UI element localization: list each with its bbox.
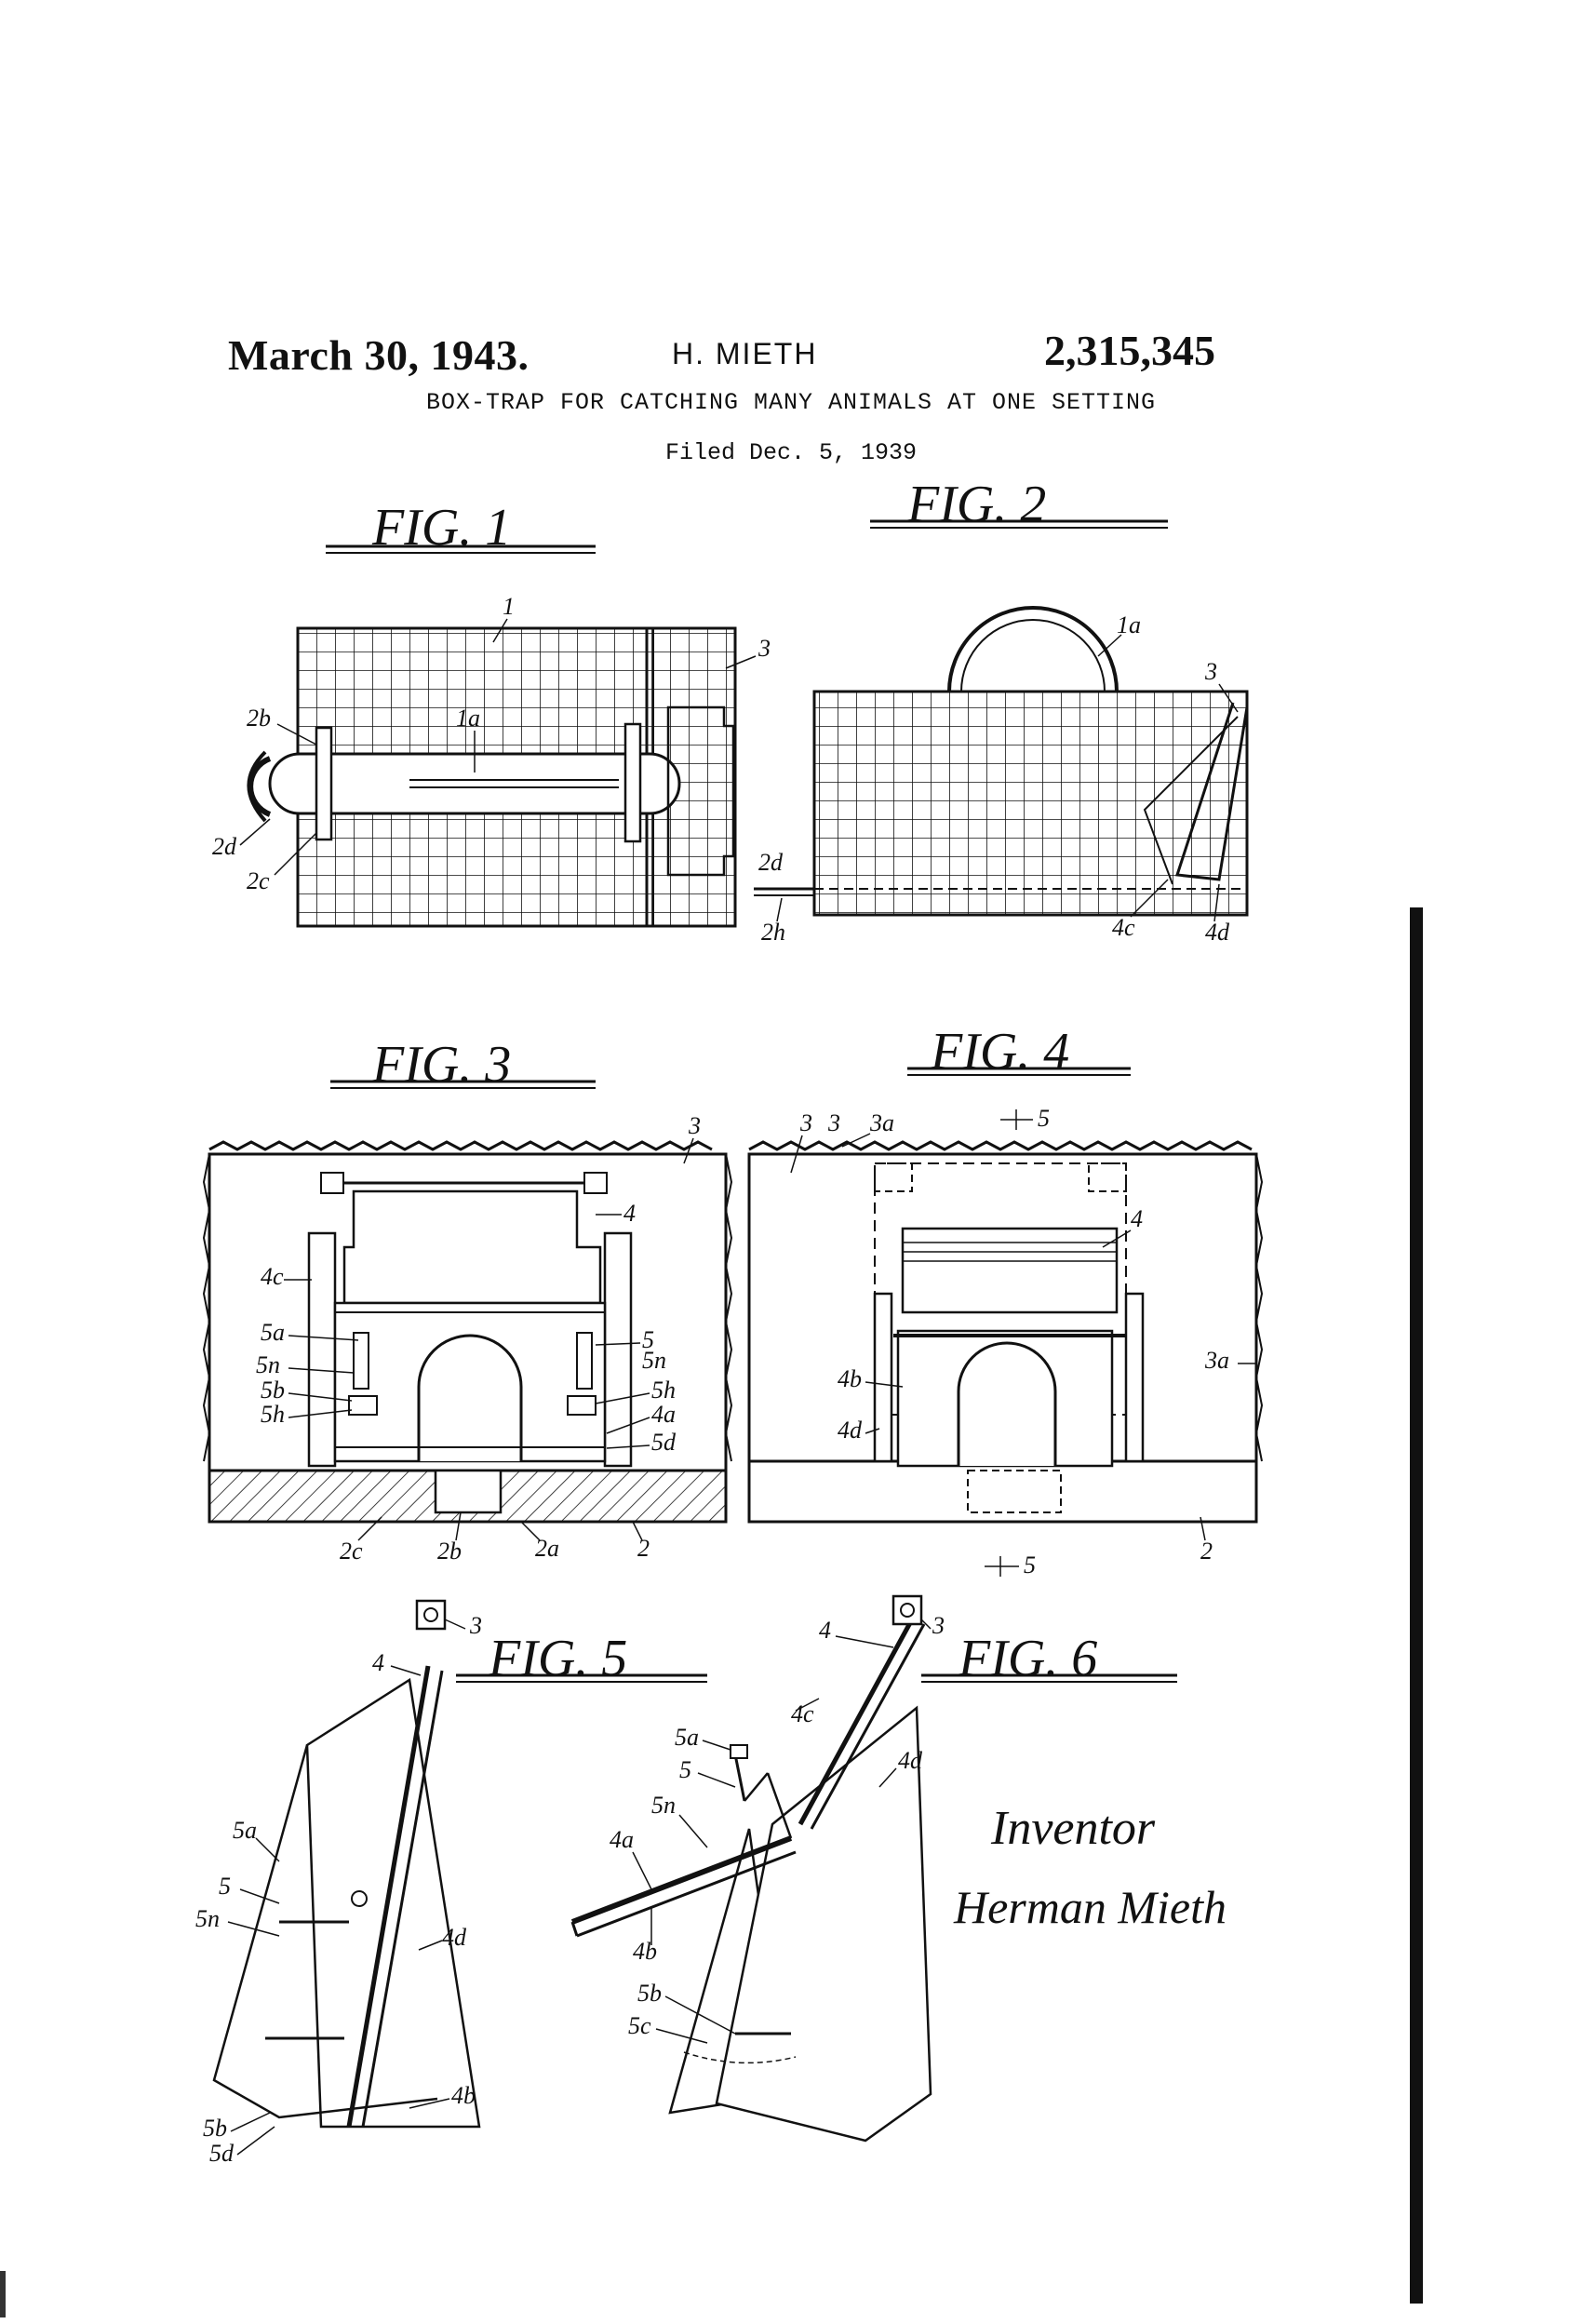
fig3-ref-5n-right: 5n <box>642 1347 666 1374</box>
figure-6-label: FIG. 6 <box>958 1630 1097 1687</box>
page-edge-bar <box>1410 907 1423 2304</box>
fig4-ref-3a-right: 3a <box>1204 1347 1229 1374</box>
fig3-ref-4a: 4a <box>651 1401 676 1428</box>
fig4-ref-3a: 3a <box>869 1109 894 1136</box>
fig4-ref-5-bottom: 5 <box>1024 1552 1036 1578</box>
fig2-ref-2d: 2d <box>758 849 784 876</box>
carry-handle <box>947 606 1119 692</box>
fig1-ref-1a: 1a <box>456 705 480 732</box>
fig6-ref-4b: 4b <box>633 1938 657 1965</box>
fig1-ref-2d: 2d <box>212 833 237 860</box>
fig5-ref-5d: 5d <box>209 2140 235 2167</box>
fig5-ref-3: 3 <box>469 1612 482 1639</box>
fig2-ref-2h: 2h <box>761 919 785 946</box>
figure-6-label-group: FIG. 6 <box>921 1630 1177 1687</box>
fig4-ref-3-left: 3 <box>799 1109 812 1136</box>
fig6-ref-5n: 5n <box>651 1792 676 1819</box>
fig5-ref-5: 5 <box>219 1873 231 1900</box>
trap-entrance <box>417 1334 523 1461</box>
fig1-ref-2c: 2c <box>247 867 270 894</box>
inventor-signature: Herman Mieth <box>954 1881 1227 1933</box>
figure-4: FIG. 4 3 3 3a 5 4 3a 4b 4d 5 <box>747 1023 1264 1578</box>
fig6-ref-4a: 4a <box>610 1826 634 1853</box>
fig1-ref-2b: 2b <box>247 705 271 732</box>
fig3-ref-2: 2 <box>637 1535 650 1562</box>
filed-date: Filed Dec. 5, 1939 <box>664 439 918 466</box>
figure-6: FIG. 6 4 3 4c 4d 5a 5 5n 4a 4b <box>570 1594 1177 2143</box>
fig4-ref-4d: 4d <box>838 1417 863 1444</box>
fig3-ref-5d: 5d <box>651 1429 677 1456</box>
fig1-ref-3: 3 <box>757 635 771 662</box>
inventor-label: Inventor <box>991 1802 1156 1855</box>
fig6-ref-5a: 5a <box>675 1724 699 1751</box>
figure-2: FIG. 2 1a 3 2d 2h 4c 4d <box>754 476 1249 946</box>
figure-2-label: FIG. 2 <box>906 476 1046 533</box>
figure-2-label-group: FIG. 2 <box>870 476 1168 533</box>
fig5-ref-4b: 4b <box>451 2082 476 2109</box>
fig3-ref-5h-right: 5h <box>651 1377 676 1404</box>
fig6-ref-4: 4 <box>819 1617 831 1644</box>
fig3-ref-5h: 5h <box>261 1401 285 1428</box>
page-edge-mark <box>0 2271 6 2317</box>
figure-3-label-group: FIG. 3 <box>330 1036 596 1094</box>
fig5-ref-4d: 4d <box>442 1924 467 1951</box>
figure-3: FIG. 3 3 4 4c 5a 5n 5b 5h <box>202 1036 733 1565</box>
fig6-ref-4c: 4c <box>791 1700 814 1727</box>
fig5-ref-5n: 5n <box>195 1905 220 1932</box>
fig6-ref-4d: 4d <box>898 1747 923 1774</box>
fig3-ref-4c: 4c <box>261 1263 284 1290</box>
fig6-ref-3: 3 <box>932 1612 945 1639</box>
fig3-ref-5a: 5a <box>261 1319 285 1346</box>
fig2-ref-1a: 1a <box>1117 611 1141 638</box>
fig4-ref-4b: 4b <box>838 1365 862 1392</box>
figure-5-label: FIG. 5 <box>488 1630 627 1687</box>
fig3-ref-5n: 5n <box>256 1351 280 1378</box>
figure-4-label-group: FIG. 4 <box>907 1023 1131 1081</box>
fig3-ref-2b: 2b <box>437 1538 462 1565</box>
fig6-ref-5c: 5c <box>628 2012 651 2039</box>
figure-5-label-group: FIG. 5 <box>456 1630 707 1687</box>
fig2-ref-4d: 4d <box>1205 919 1230 946</box>
fig5-ref-5b: 5b <box>203 2115 227 2142</box>
fig4-ref-2: 2 <box>1200 1538 1213 1565</box>
patent-title: BOX-TRAP FOR CATCHING MANY ANIMALS AT ON… <box>425 389 1157 416</box>
fig3-ref-4: 4 <box>623 1200 636 1227</box>
fig6-ref-5b: 5b <box>637 1980 662 2007</box>
patent-date: March 30, 1943. <box>228 331 530 379</box>
figure-1: FIG. 1 1 3 2b 1a 2d 2c <box>212 499 771 928</box>
figure-1-label: FIG. 1 <box>371 499 511 557</box>
fig3-ref-5b: 5b <box>261 1377 285 1404</box>
patent-number: 2,315,345 <box>1044 327 1215 374</box>
trap-door-rod <box>346 1665 431 2128</box>
figure-3-label: FIG. 3 <box>371 1036 511 1094</box>
figure-5: FIG. 5 3 4 5a 5 5n 4d 4b 5b 5d <box>195 1599 707 2167</box>
fig6-ref-5: 5 <box>679 1756 691 1783</box>
fig4-ref-3-mid: 3 <box>827 1109 840 1136</box>
fig2-ref-4c: 4c <box>1112 914 1135 941</box>
figure-1-label-group: FIG. 1 <box>326 499 596 557</box>
fig5-ref-5a: 5a <box>233 1817 257 1844</box>
door-side-plate <box>305 1677 481 2129</box>
fig2-ref-3: 3 <box>1204 658 1217 685</box>
fig5-ref-4: 4 <box>372 1649 384 1676</box>
fig3-ref-2c: 2c <box>340 1538 363 1565</box>
inventor-short-name: H. MIETH <box>672 337 818 370</box>
trap-side-mesh <box>812 690 1249 917</box>
fig3-ref-3: 3 <box>688 1112 701 1139</box>
fig3-ref-5: 5 <box>642 1326 654 1353</box>
fig4-ref-4: 4 <box>1131 1205 1143 1232</box>
fig1-ref-1: 1 <box>503 593 515 620</box>
fig4-ref-5-top: 5 <box>1038 1105 1050 1132</box>
figure-4-label: FIG. 4 <box>930 1023 1069 1081</box>
trap-door-lifted <box>570 1835 793 1925</box>
trap-entrance-open <box>957 1341 1057 1466</box>
